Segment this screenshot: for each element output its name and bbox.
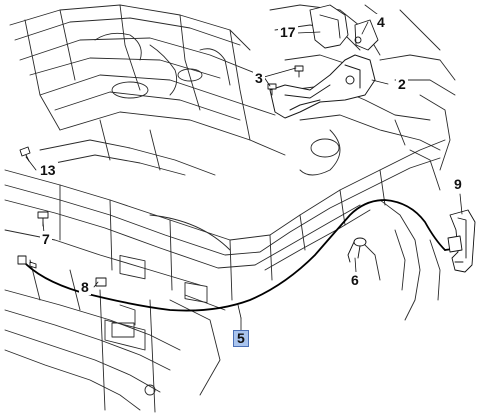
callout-7: 7 — [40, 231, 52, 247]
callout-2: 2 — [396, 76, 408, 92]
radiator-support — [4, 139, 446, 303]
callout-8: 8 — [79, 279, 91, 295]
callout-17: 17 — [278, 24, 298, 40]
cable-end-left — [17, 255, 37, 269]
bolts-part-3 — [267, 65, 304, 96]
callout-13: 13 — [38, 162, 58, 178]
leader-lines — [25, 21, 463, 332]
latch-bracket — [269, 54, 376, 119]
callout-6: 6 — [349, 272, 361, 288]
release-lever-part-9 — [447, 209, 476, 273]
grommet-part-6 — [347, 237, 367, 263]
upper-frame-linework — [9, 4, 286, 176]
callout-3: 3 — [253, 70, 265, 86]
callout-5-highlighted: 5 — [233, 330, 249, 347]
clip-part-8 — [95, 277, 107, 287]
callout-4: 4 — [375, 14, 387, 30]
clip-part-13 — [19, 146, 31, 162]
callout-9: 9 — [452, 176, 464, 192]
right-fender-apron — [359, 199, 441, 321]
upper-support-bracket — [309, 4, 379, 51]
